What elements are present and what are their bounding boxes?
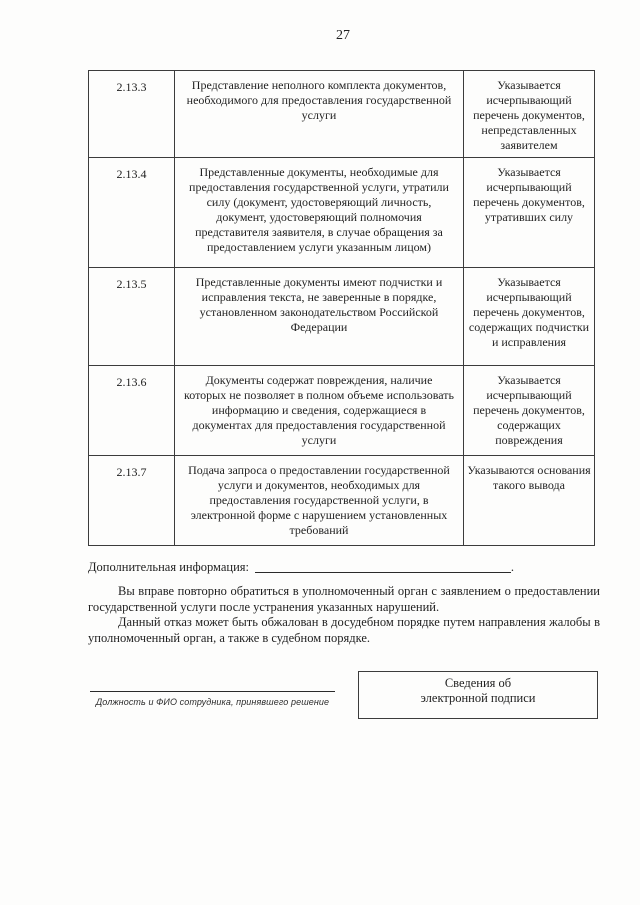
table-row: 2.13.5 Представленные документы имеют по… [88,267,595,366]
refusal-grounds-table: 2.13.3 Представление неполного комплекта… [88,70,595,546]
row-note-cell: Указывается исчерпывающий перечень докум… [463,157,595,268]
paragraph-reapply: Вы вправе повторно обратиться в уполномо… [88,584,600,614]
table-row: 2.13.6 Документы содержат повреждения, н… [88,365,595,456]
row-note-cell: Указывается исчерпывающий перечень докум… [463,267,595,366]
row-note-cell: Указывается исчерпывающий перечень докум… [463,70,595,158]
signature-line [90,691,335,692]
row-description-cell: Представленные документы имеют подчистки… [174,267,464,366]
esign-box-title-line1: Сведения об [444,676,512,690]
row-note-cell: Указываются основания такого вывода [463,455,595,546]
row-description-cell: Представление неполного комплекта докуме… [174,70,464,158]
body-paragraphs: Вы вправе повторно обратиться в уполномо… [88,584,600,646]
additional-info-blank-line [255,571,511,573]
row-number-cell: 2.13.3 [88,70,175,158]
row-number-cell: 2.13.6 [88,365,175,456]
signature-block: Должность и ФИО сотрудника, принявшего р… [90,691,335,707]
row-number-cell: 2.13.7 [88,455,175,546]
table-row: 2.13.4 Представленные документы, необход… [88,157,595,268]
table-row: 2.13.3 Представление неполного комплекта… [88,70,595,158]
additional-info-label: Дополнительная информация: [88,560,249,574]
additional-info-period: . [510,560,514,574]
row-note-cell: Указывается исчерпывающий перечень докум… [463,365,595,456]
page-number: 27 [336,28,350,43]
additional-info-row: Дополнительная информация: . [88,560,514,575]
row-description-cell: Представленные документы, необходимые дл… [174,157,464,268]
row-number-cell: 2.13.4 [88,157,175,268]
row-description-cell: Документы содержат повреждения, наличие … [174,365,464,456]
row-description-cell: Подача запроса о предоставлении государс… [174,455,464,546]
esign-box-title-line2: электронной подписи [420,691,536,705]
electronic-signature-box: Сведения об электронной подписи [358,671,598,719]
paragraph-appeal: Данный отказ может быть обжалован в досу… [88,615,600,645]
table-row: 2.13.7 Подача запроса о предоставлении г… [88,455,595,546]
row-number-cell: 2.13.5 [88,267,175,366]
signature-caption: Должность и ФИО сотрудника, принявшего р… [95,697,330,707]
